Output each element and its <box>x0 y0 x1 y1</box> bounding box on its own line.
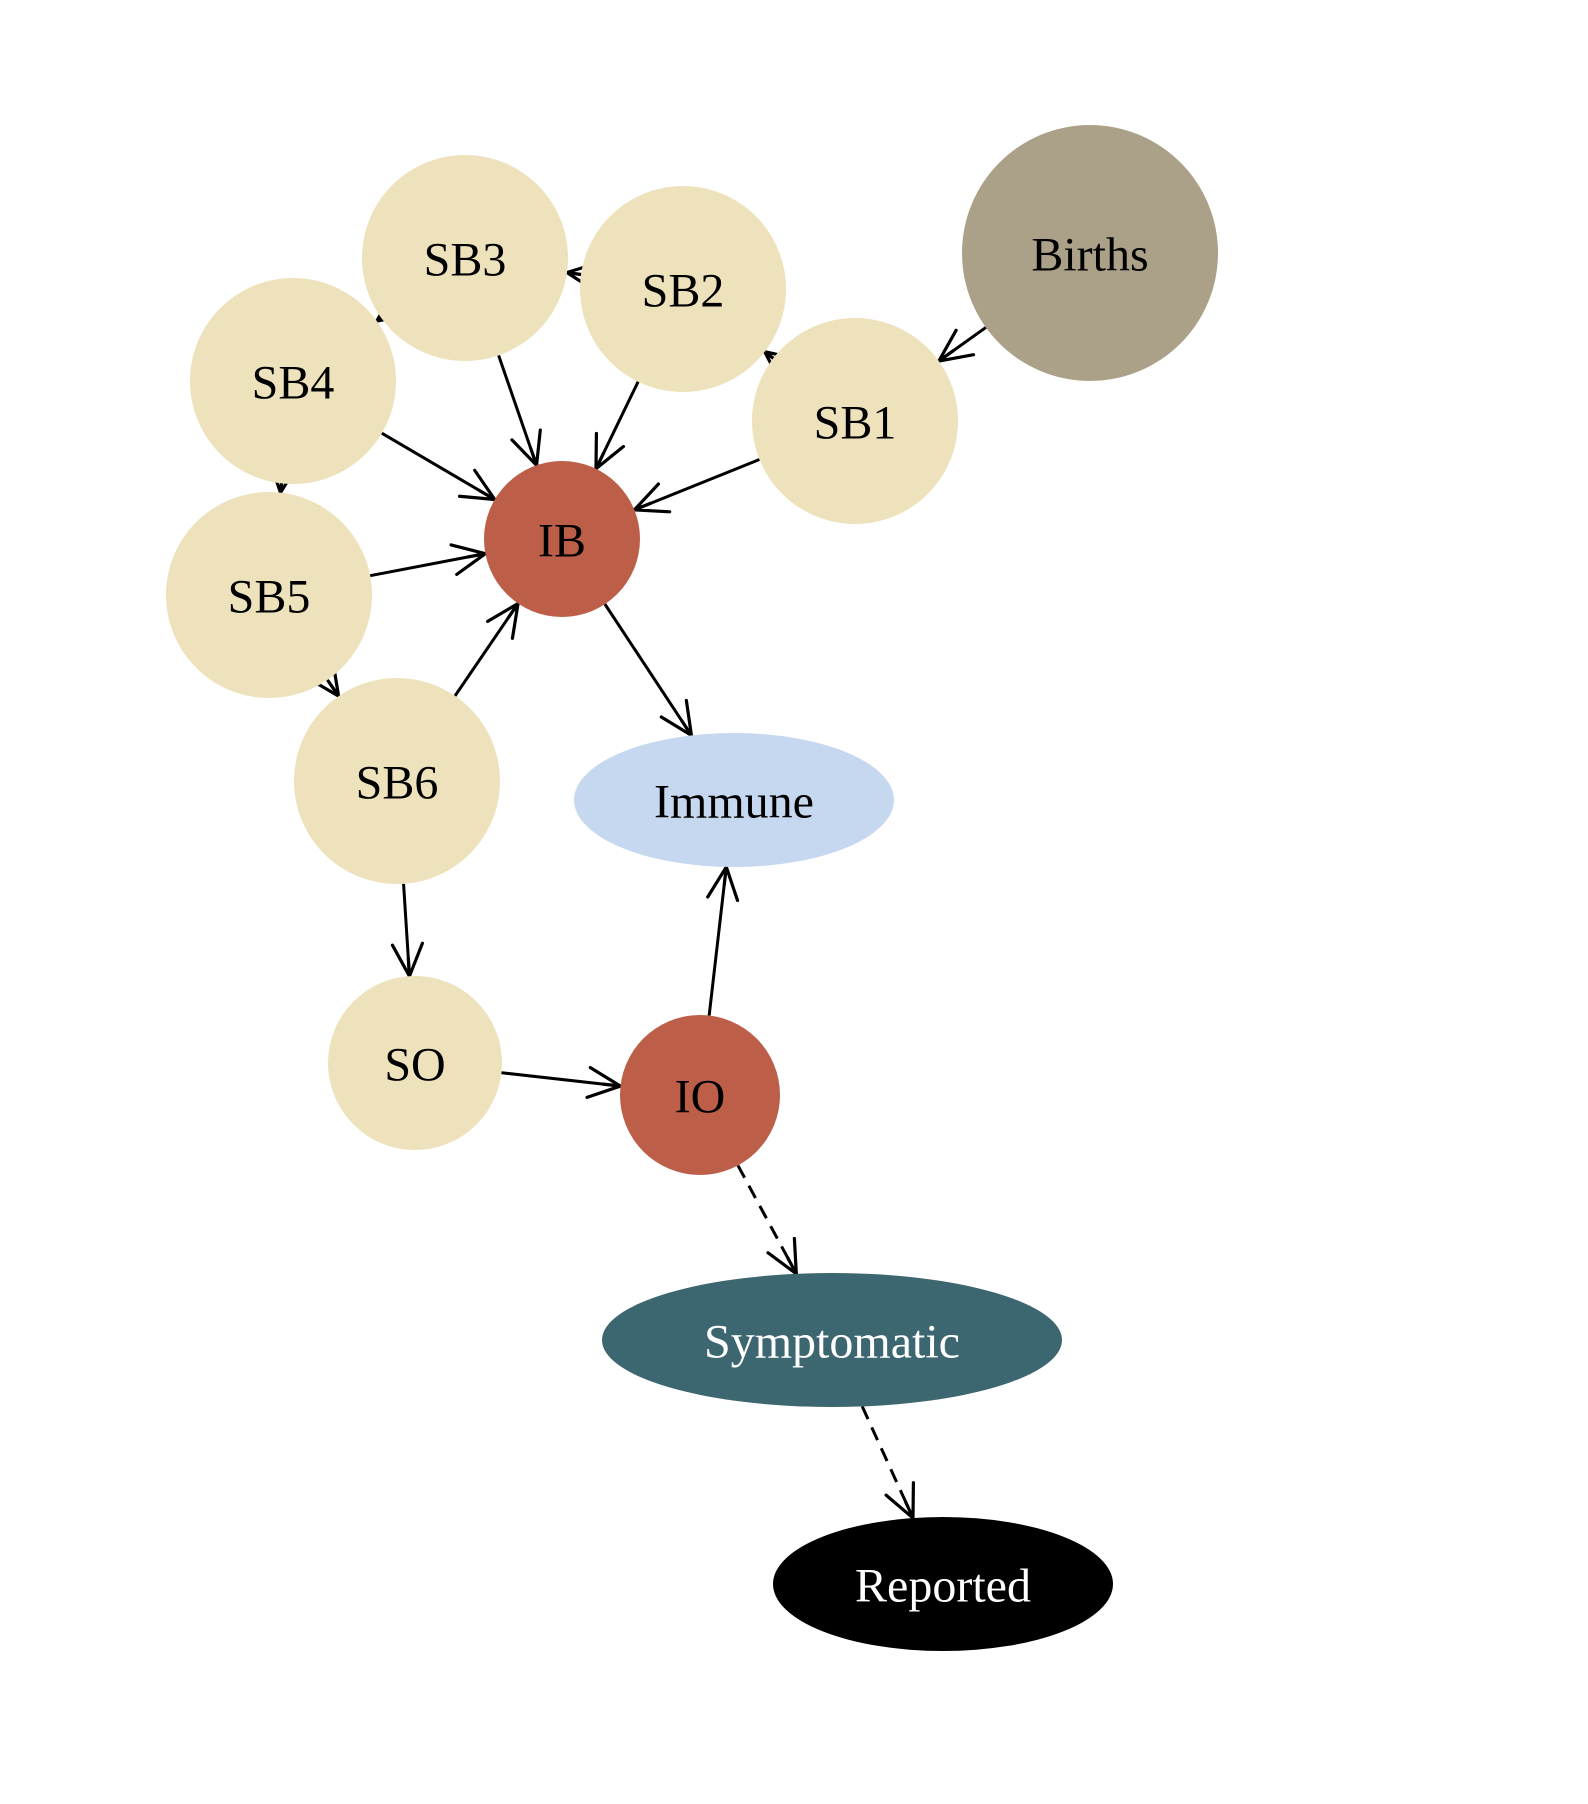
node-sb1: SB1 <box>752 318 958 524</box>
node-sb4-shape <box>190 278 396 484</box>
arrow-head <box>632 482 672 514</box>
node-immune-shape <box>574 733 894 867</box>
edge-line <box>860 1405 913 1516</box>
node-ib-shape <box>484 461 640 617</box>
node-io-label: IO <box>675 1071 726 1124</box>
edge-sb1-to-ib <box>632 458 761 514</box>
arrow-head <box>884 1481 916 1520</box>
node-so: SO <box>328 976 502 1150</box>
edge-line <box>603 603 691 733</box>
edge-line <box>453 605 518 697</box>
arrow-head <box>937 328 976 363</box>
node-immune: Immune <box>574 733 894 867</box>
arrow-head <box>659 698 694 738</box>
edge-io-to-immune <box>706 865 740 1016</box>
node-symptomatic-label: Symptomatic <box>704 1316 960 1369</box>
node-so-label: SO <box>384 1039 445 1092</box>
edge-births-to-sb1 <box>937 326 987 363</box>
edge-io-to-symptomatic <box>736 1164 798 1276</box>
node-reported-shape <box>773 1517 1113 1651</box>
node-births-label: Births <box>1031 229 1148 282</box>
edge-so-to-io <box>501 1066 623 1100</box>
node-ib: IB <box>484 461 640 617</box>
node-immune-label: Immune <box>654 776 814 829</box>
edge-line <box>369 552 482 578</box>
node-sb3-shape <box>362 155 568 361</box>
node-sb3-label: SB3 <box>424 234 507 287</box>
node-so-shape <box>328 976 502 1150</box>
edge-line <box>596 381 640 466</box>
arrow-head <box>486 601 520 640</box>
node-sb2-shape <box>580 186 786 392</box>
node-sb1-shape <box>752 318 958 524</box>
edge-sb4-to-ib <box>381 431 497 502</box>
node-reported-label: Reported <box>855 1560 1031 1613</box>
node-sb1-label: SB1 <box>814 397 897 450</box>
edge-ib-to-immune <box>603 603 694 738</box>
edge-symptomatic-to-reported <box>860 1405 916 1520</box>
edge-sb6-to-so <box>390 883 424 978</box>
edge-sb6-to-ib <box>453 601 520 697</box>
edge-line <box>501 1071 617 1088</box>
edge-line <box>707 870 728 1016</box>
arrow-head <box>457 468 497 502</box>
edge-line <box>736 1164 796 1272</box>
edge-sb5-to-ib <box>369 543 487 578</box>
node-sb2: SB2 <box>580 186 786 392</box>
edge-sb3-to-ib <box>497 354 542 467</box>
node-sb5-label: SB5 <box>228 571 311 624</box>
node-sb5: SB5 <box>166 492 372 698</box>
node-births-shape <box>962 125 1218 381</box>
node-births: Births <box>962 125 1218 381</box>
node-symptomatic-shape <box>602 1273 1062 1407</box>
edge-line <box>497 354 537 462</box>
node-symptomatic: Symptomatic <box>602 1273 1062 1407</box>
edge-line <box>637 458 761 510</box>
node-reported: Reported <box>773 1517 1113 1651</box>
edges-layer <box>267 260 987 1520</box>
edge-sb2-to-ib <box>594 381 640 471</box>
node-sb4: SB4 <box>190 278 396 484</box>
arrow-head <box>510 428 542 467</box>
arrow-head <box>766 1236 798 1276</box>
node-sb6-shape <box>294 678 500 884</box>
node-io-shape <box>620 1015 780 1175</box>
node-io: IO <box>620 1015 780 1175</box>
node-sb4-label: SB4 <box>252 357 335 410</box>
node-ib-label: IB <box>538 515 586 568</box>
node-sb2-label: SB2 <box>642 265 725 318</box>
node-sb5-shape <box>166 492 372 698</box>
edge-line <box>381 431 493 499</box>
node-sb6-label: SB6 <box>356 757 439 810</box>
arrow-head <box>594 431 626 471</box>
node-sb3: SB3 <box>362 155 568 361</box>
node-sb6: SB6 <box>294 678 500 884</box>
